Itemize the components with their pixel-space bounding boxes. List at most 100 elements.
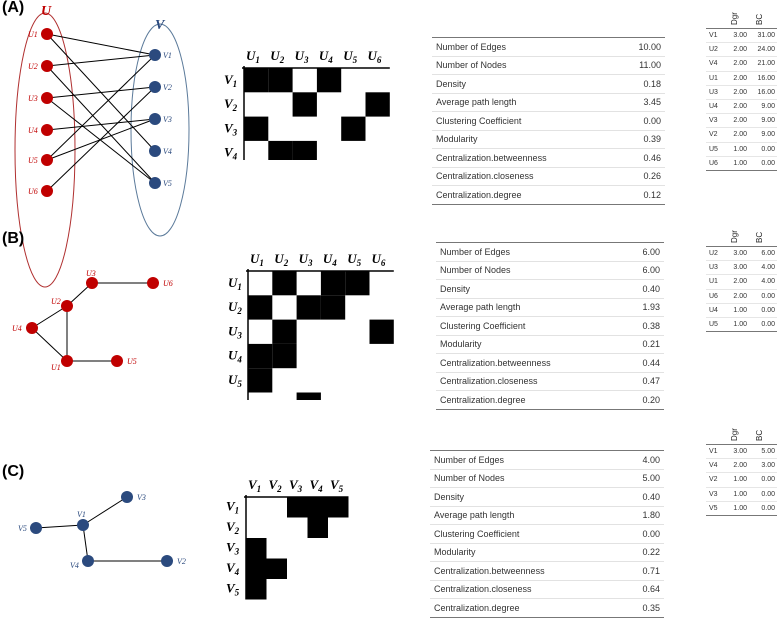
set-v-ellipse bbox=[130, 23, 190, 237]
node-u4 bbox=[41, 124, 53, 136]
centrality-degree: 2.00 bbox=[725, 458, 747, 474]
stats-value: 10.00 bbox=[634, 37, 665, 57]
centrality-node: U3 bbox=[706, 260, 725, 276]
centrality-node: U3 bbox=[706, 85, 725, 100]
label-v1: V1 bbox=[77, 510, 86, 519]
node-v2 bbox=[161, 555, 173, 567]
centrality-node: V2 bbox=[706, 472, 725, 488]
label-v4: V4 bbox=[70, 561, 79, 570]
label-v5: V5 bbox=[163, 179, 172, 188]
label-u4: U4 bbox=[28, 126, 38, 135]
centrality-degree: 2.00 bbox=[725, 99, 747, 115]
matrix-cell-filled bbox=[287, 497, 308, 518]
graph-nodes bbox=[26, 277, 159, 367]
centrality-betweenness: 0.00 bbox=[747, 303, 777, 318]
matrix-row-label: U6 bbox=[228, 396, 242, 400]
centrality-header-label: Dgr bbox=[730, 428, 739, 441]
matrix-cell-filled bbox=[266, 558, 287, 579]
centrality-betweenness: 31.00 bbox=[747, 29, 777, 44]
stats-value: 4.00 bbox=[634, 450, 664, 470]
matrix-col-label: U1 bbox=[246, 48, 260, 65]
centrality-degree: 2.00 bbox=[725, 274, 747, 290]
stats-value: 0.46 bbox=[634, 148, 665, 168]
set-v-label: V bbox=[155, 18, 166, 33]
label-v2: V2 bbox=[177, 557, 186, 566]
matrix-cell-filled bbox=[307, 517, 328, 538]
graph-nodes bbox=[30, 491, 173, 567]
stats-value: 0.64 bbox=[634, 580, 664, 599]
stats-value: 6.00 bbox=[638, 242, 664, 262]
matrix-cell-filled bbox=[246, 558, 267, 579]
stats-label: Modularity bbox=[436, 335, 639, 354]
node-v1 bbox=[77, 519, 89, 531]
stats-label: Average path length bbox=[432, 93, 635, 112]
stats-value: 0.38 bbox=[638, 316, 664, 336]
centrality-node: U5 bbox=[706, 317, 725, 333]
matrix-cell-filled bbox=[307, 497, 328, 518]
centrality-header-label: BC bbox=[755, 231, 764, 243]
centrality-node: U2 bbox=[706, 247, 725, 262]
node-u4 bbox=[26, 322, 38, 334]
stats-value: 0.21 bbox=[638, 335, 664, 354]
centrality-betweenness: 9.00 bbox=[747, 99, 777, 115]
centrality-node: V4 bbox=[706, 458, 725, 474]
centrality-betweenness: 4.00 bbox=[747, 274, 777, 290]
centrality-betweenness: 0.00 bbox=[747, 472, 777, 488]
centrality-betweenness: 16.00 bbox=[747, 85, 777, 100]
label-u5: U5 bbox=[127, 357, 137, 366]
centrality-degree: 2.00 bbox=[725, 289, 747, 304]
matrix-cell-filled bbox=[246, 579, 267, 600]
centrality-node: V5 bbox=[706, 501, 725, 516]
matrix-cell-filled bbox=[316, 68, 342, 93]
stats-label: Number of Nodes bbox=[432, 56, 635, 75]
centrality-betweenness: 0.00 bbox=[747, 501, 777, 516]
stats-label: Number of Edges bbox=[432, 37, 635, 57]
stats-label: Number of Nodes bbox=[430, 469, 634, 488]
panel-a-bipartite-graph: U V U1 U2 U3 U4 U5 U6 V1 V2 V3 bbox=[14, 4, 190, 288]
matrix-col-label: U1 bbox=[250, 251, 264, 268]
stats-value: 0.26 bbox=[634, 167, 665, 186]
centrality-degree: 2.00 bbox=[725, 85, 747, 100]
centrality-betweenness: 9.00 bbox=[747, 113, 777, 129]
matrix-row-label: U1 bbox=[228, 275, 242, 292]
centrality-betweenness: 0.00 bbox=[747, 156, 777, 171]
matrix-cell-filled bbox=[268, 68, 293, 93]
matrix-cell-filled bbox=[272, 343, 297, 369]
matrix-cell-filled bbox=[248, 368, 273, 393]
matrix-col-label: U2 bbox=[274, 251, 288, 268]
stats-value: 0.22 bbox=[634, 543, 664, 562]
matrix-row-label: V4 bbox=[224, 145, 238, 160]
centrality-degree: 1.00 bbox=[725, 142, 747, 157]
matrix-col-label: V4 bbox=[310, 477, 324, 494]
matrix-col-label: U5 bbox=[343, 48, 357, 65]
matrix-cell-filled bbox=[328, 497, 349, 518]
matrix-cell-filled bbox=[296, 295, 321, 320]
stats-label: Number of Nodes bbox=[436, 261, 639, 280]
matrix-cell-filled bbox=[248, 295, 273, 320]
u-nodes bbox=[41, 28, 53, 197]
panel-a-label: (A) bbox=[2, 0, 25, 16]
label-u2: U2 bbox=[51, 297, 61, 306]
set-u-ellipse bbox=[14, 12, 76, 288]
node-v4 bbox=[82, 555, 94, 567]
